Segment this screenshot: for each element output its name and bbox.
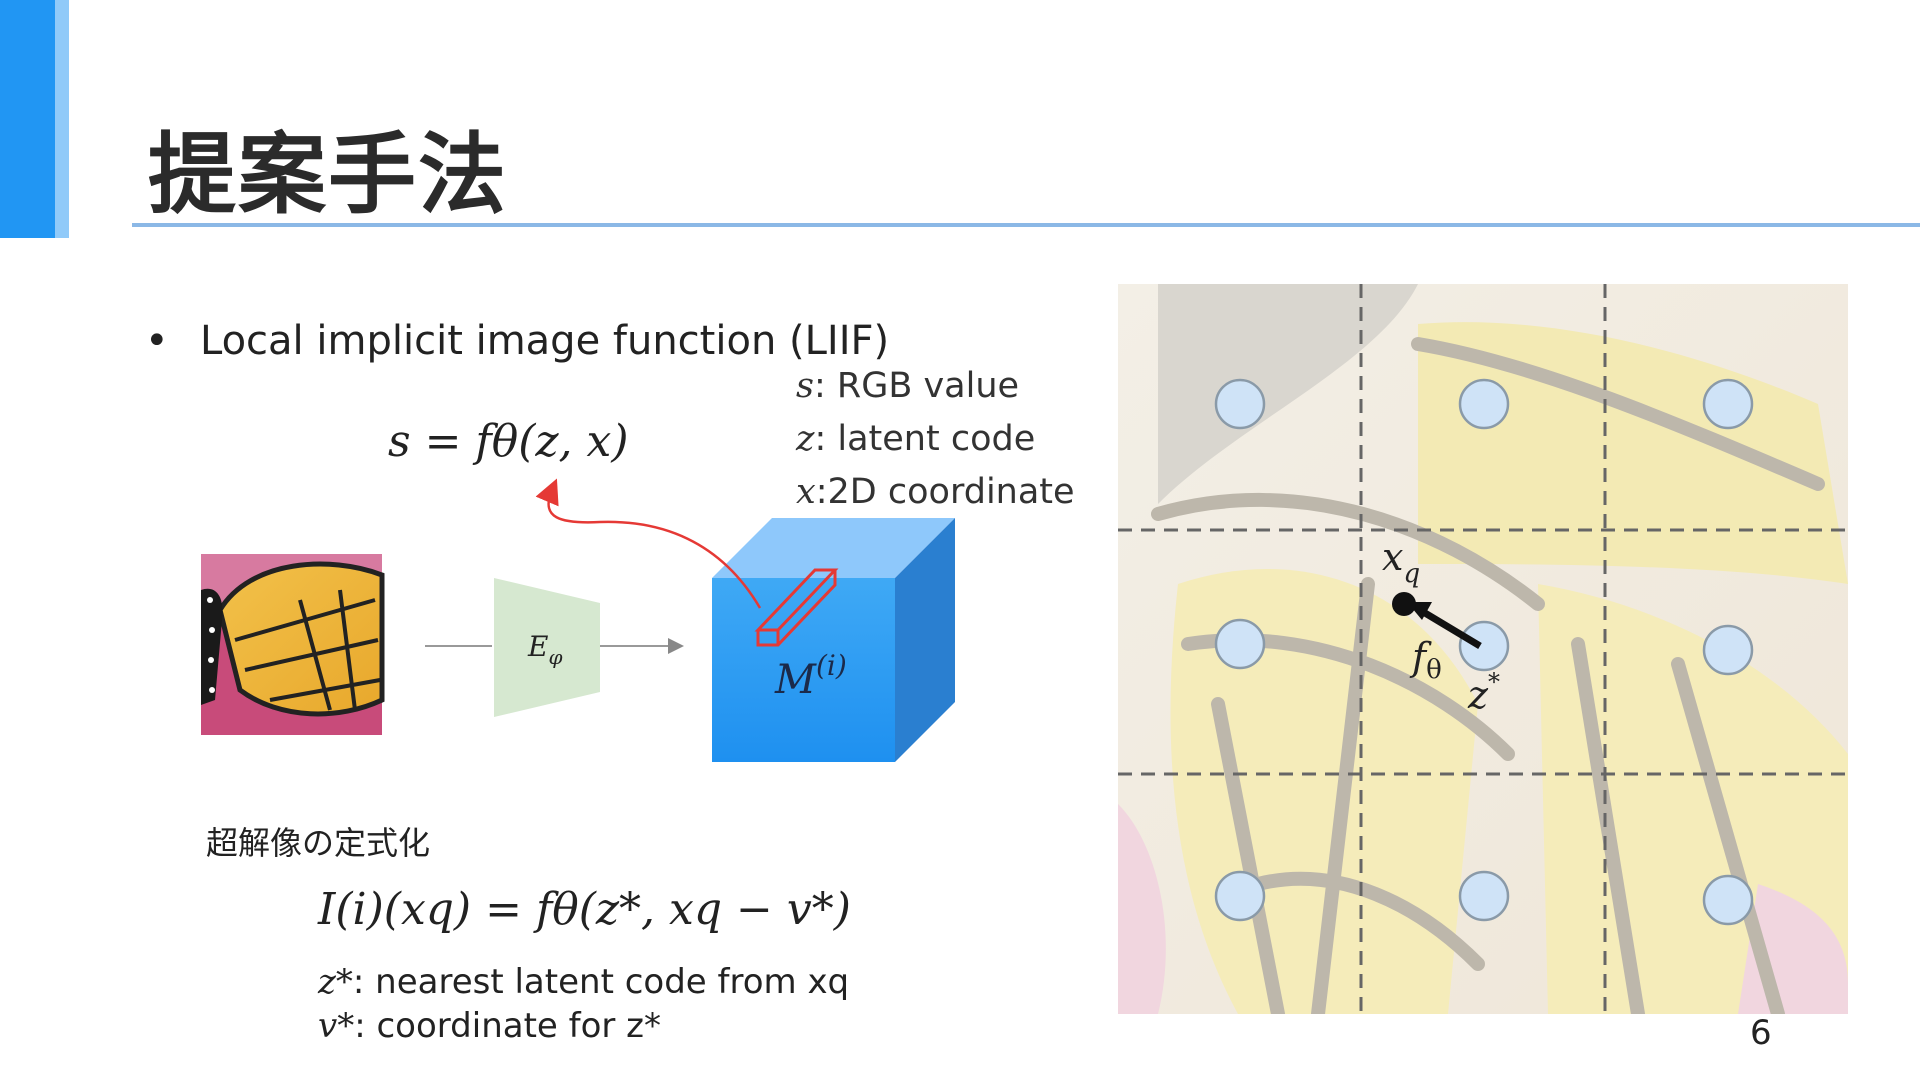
latent-point (1702, 624, 1754, 676)
offset-arrow (1418, 606, 1482, 650)
legend-text: : latent code (814, 419, 1036, 459)
latent-point (1702, 874, 1754, 926)
legend-coordinate: x:2D coordinate (796, 472, 1075, 512)
grid-lines (1118, 284, 1848, 1014)
encoder-label: Eφ (527, 630, 562, 669)
red-query-arrow (535, 478, 762, 609)
definition-text: : nearest latent code from xq (352, 962, 850, 1002)
legend-rgb: s: RGB value (796, 366, 1019, 406)
definition-text: : coordinate for z* (354, 1006, 662, 1046)
latent-point (1458, 870, 1510, 922)
slide-title: 提案手法 (148, 123, 509, 226)
butterfly-thumbnail (201, 554, 385, 735)
query-point (1392, 592, 1416, 616)
feature-map-label: M(i) (774, 649, 847, 703)
latent-point (1702, 378, 1754, 430)
subheading-sr-formulation: 超解像の定式化 (206, 824, 431, 862)
legend-symbol: z (796, 419, 815, 459)
latent-point (1214, 870, 1266, 922)
latent-point (1214, 378, 1266, 430)
title-accent-bar (0, 0, 55, 238)
query-label: xq (1382, 535, 1420, 589)
definition-symbol: v* (318, 1006, 355, 1046)
title-accent-bar-light (55, 0, 69, 238)
legend-symbol: x (796, 472, 816, 512)
page-number: 6 (1750, 1013, 1772, 1053)
encoder-block (494, 578, 600, 717)
legend-text: :2D coordinate (815, 472, 1075, 512)
bullet-text: Local implicit image function (LIIF) (200, 318, 890, 364)
title-underline (132, 223, 1920, 227)
definition-coordinate: v*: coordinate for z* (318, 1006, 661, 1046)
latent-point (1458, 378, 1510, 430)
feature-cube (712, 518, 955, 762)
latent-code-points (1214, 378, 1754, 926)
definition-nearest-code: z*: nearest latent code from xq (318, 962, 849, 1002)
formula-super-resolution: I(i)(xq) = fθ(z*, xq − v*) (318, 884, 851, 935)
definition-symbol: z* (318, 962, 353, 1002)
nearest-code-label: z* (1467, 668, 1500, 717)
latent-point (1214, 618, 1266, 670)
legend-symbol: s (796, 366, 814, 406)
latent-grid-illustration: xq fθ z* (1118, 284, 1848, 1014)
legend-latent: z: latent code (796, 419, 1035, 459)
latent-point (1458, 620, 1510, 672)
bullet-dot: • (145, 318, 169, 364)
legend-text: : RGB value (813, 366, 1020, 406)
formula-liif: s = fθ(z, x) (388, 416, 629, 467)
